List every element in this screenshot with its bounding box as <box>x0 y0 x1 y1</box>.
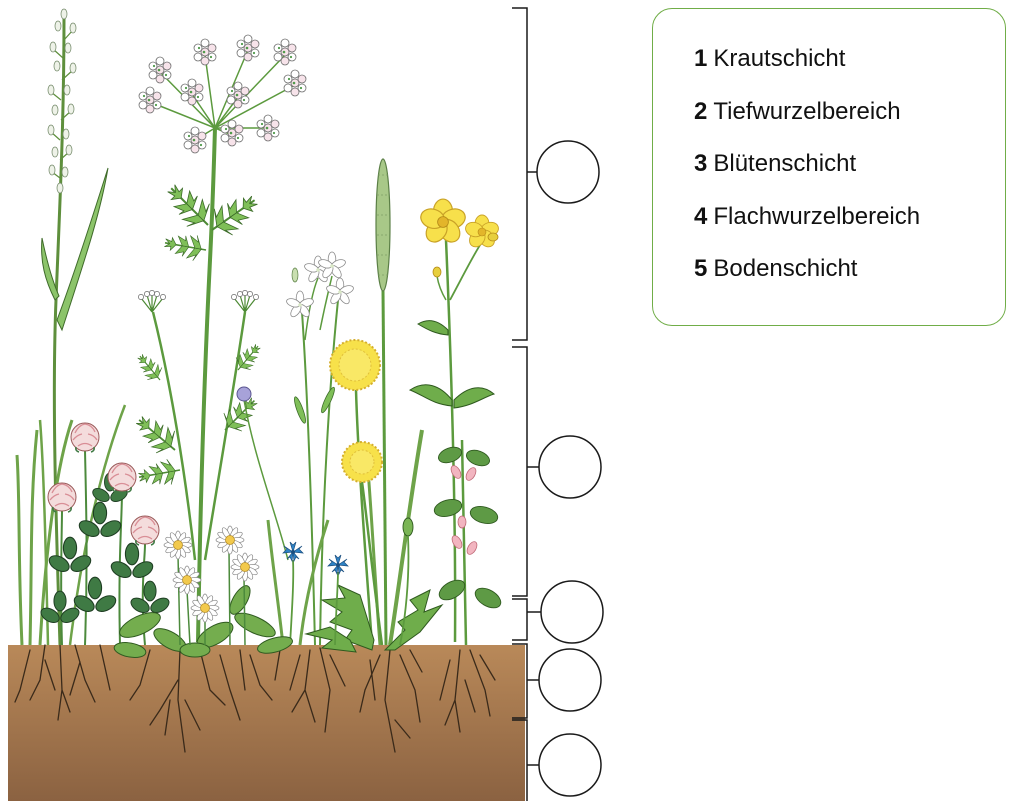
legend-label: Krautschicht <box>713 45 845 72</box>
answer-circle-2 <box>539 436 601 498</box>
legend-number: 4 <box>694 203 707 230</box>
bracket-1 <box>512 8 537 340</box>
answer-circle-5 <box>539 734 601 796</box>
legend-number: 1 <box>694 45 707 72</box>
legend-label: Flachwurzelbereich <box>713 203 920 230</box>
legend-number: 5 <box>694 255 707 282</box>
scabious-plant <box>237 387 288 560</box>
answer-circles <box>537 141 603 796</box>
legend-label: Tiefwurzelbereich <box>713 98 900 125</box>
buttercup-plant <box>410 199 500 642</box>
answer-circle-4 <box>539 649 601 711</box>
dead-nettle-plant <box>432 440 504 645</box>
bracket-2 <box>512 347 539 596</box>
answer-circle-1 <box>537 141 599 203</box>
legend-number: 2 <box>694 98 707 125</box>
legend-number: 3 <box>694 150 707 177</box>
bracket-3 <box>512 599 541 640</box>
plantain-plant <box>368 159 422 645</box>
cornflower-plant <box>268 520 348 645</box>
legend-label: Blütenschicht <box>713 150 856 177</box>
legend-label: Bodenschicht <box>713 255 857 282</box>
meadow-illustration <box>0 0 620 807</box>
daisy-plant <box>113 526 294 660</box>
answer-circle-3 <box>541 581 603 643</box>
campion-plant <box>286 252 355 645</box>
